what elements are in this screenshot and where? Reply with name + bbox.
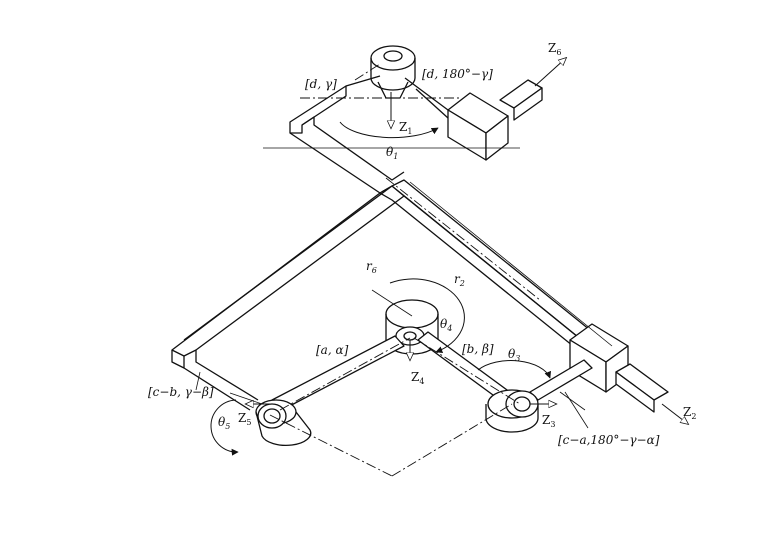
label-a-alpha: [a, α] <box>316 343 349 357</box>
label-z3: Z3 <box>542 413 555 429</box>
label-z1: Z1 <box>399 120 412 136</box>
label-theta3: θ3 <box>508 347 520 363</box>
theta1-arc <box>339 121 439 139</box>
lower-right-joint-z3 <box>485 389 539 433</box>
z2-axis-arrow <box>661 403 688 424</box>
label-ca-180: [c−a,180°−γ−α] <box>558 433 660 447</box>
label-theta1: θ1 <box>386 145 398 161</box>
z6-axis-arrow <box>534 58 566 87</box>
label-r6: r6 <box>366 259 377 275</box>
theta5-arc <box>210 399 239 456</box>
leader-cb <box>229 392 263 405</box>
theta3-arc <box>477 360 551 379</box>
labels: [d, γ] [d, 180°−γ] Z1 θ1 Z6 r6 r2 θ4 [a,… <box>148 41 696 447</box>
label-d-gamma: [d, γ] <box>305 77 337 91</box>
theta4-arc <box>389 278 465 354</box>
top-joint-z1 <box>370 45 416 99</box>
leader-ca <box>564 391 589 429</box>
label-z4: Z4 <box>411 370 424 386</box>
centerlines <box>269 63 541 477</box>
lower-prismatic-rod <box>615 363 669 413</box>
upper-prismatic-rod <box>499 79 543 121</box>
upper-slider-block <box>447 92 509 161</box>
label-r2: r2 <box>454 272 465 288</box>
label-z5: Z5 <box>238 411 251 427</box>
label-z6: Z6 <box>548 41 561 57</box>
label-z2: Z2 <box>683 405 696 421</box>
label-d-180-gamma: [d, 180°−γ] <box>422 67 493 81</box>
link-z3-slider <box>529 359 593 401</box>
label-b-beta: [b, β] <box>462 342 494 356</box>
lower-left-joint-z5 <box>255 399 312 447</box>
label-theta4: θ4 <box>440 317 452 333</box>
left-long-arm <box>171 185 405 411</box>
label-cb-gamma-beta: [c−b, γ−β] <box>148 385 214 399</box>
label-theta5: θ5 <box>218 415 230 431</box>
top-frame-link <box>289 75 449 194</box>
reference-lines <box>195 181 613 411</box>
